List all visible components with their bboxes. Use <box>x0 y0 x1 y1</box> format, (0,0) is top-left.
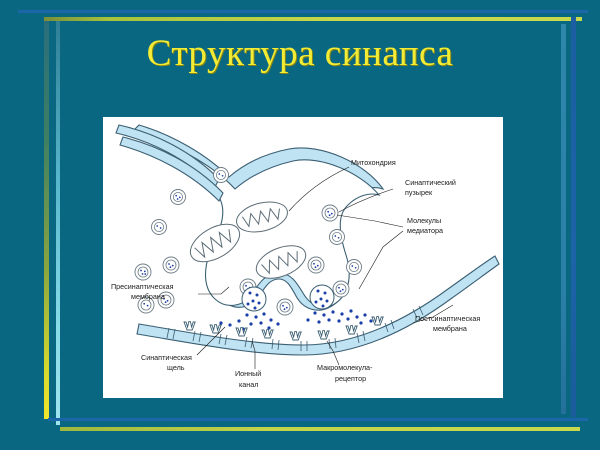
fusing-vesicle-right <box>309 284 335 310</box>
label-macromolecule-receptor-line1: Макромолекула- <box>317 363 373 372</box>
frame-bottom-green-line <box>60 427 580 431</box>
label-mediator-molecules-line2: медиатора <box>407 226 443 235</box>
synaptic-vesicles-group <box>134 167 362 316</box>
diagram-panel: .mem{fill:#bfe3f2;stroke:#3b5f73;stroke-… <box>103 117 503 398</box>
frame-top-blue-line <box>18 10 588 13</box>
label-postsynaptic-membrane-line1: Постсинаптическая <box>415 314 480 323</box>
receptor-macromolecules <box>183 316 384 341</box>
label-presynaptic-membrane-line1: Пресинаптическая <box>111 282 174 291</box>
mitochondrion <box>189 223 241 263</box>
slide-title: Структура синапса <box>146 33 454 74</box>
vesicle-labeled <box>321 204 339 222</box>
mitochondrion <box>255 245 307 279</box>
label-ion-channel-line1: Ионный <box>235 369 261 378</box>
label-presynaptic-membrane-line2: мембрана <box>131 292 165 301</box>
label-synaptic-cleft-line1: Синаптическая <box>141 353 192 362</box>
label-mediator-molecules-line1: Молекулы <box>407 216 441 225</box>
frame-right-blue-line <box>571 17 576 417</box>
label-postsynaptic-membrane-line2: мембрана <box>433 324 467 333</box>
label-mitochondria: Митохондрия <box>351 158 396 167</box>
mitochondria-group <box>189 201 307 279</box>
frame-left-gradient-line <box>44 21 49 419</box>
label-synaptic-cleft-line2: щель <box>167 363 185 372</box>
label-macromolecule-receptor-line2: рецептор <box>335 374 366 383</box>
frame-bottom-blue-line <box>48 418 588 421</box>
label-ion-channel-line2: канал <box>239 380 258 389</box>
mitochondrion <box>236 201 288 233</box>
diagram-labels: Митохондрия Синаптический пузырек Молеку… <box>111 158 480 389</box>
frame-left-cyan-line <box>56 21 60 425</box>
leader-lines <box>196 166 454 369</box>
postsynaptic-membrane <box>136 255 500 356</box>
frame-right-cyan-line <box>561 24 566 414</box>
label-synaptic-vesicle-line1: Синаптический <box>405 178 456 187</box>
frame-top-green-line <box>44 17 582 21</box>
mediator-molecules-in-cleft <box>219 309 373 331</box>
label-synaptic-vesicle-line2: пузырек <box>405 188 433 197</box>
fusing-vesicle-left <box>241 286 267 312</box>
